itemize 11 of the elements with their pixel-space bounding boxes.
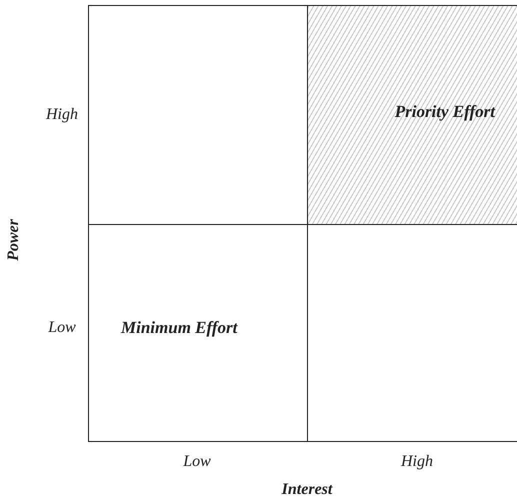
quadrant-box (307, 5, 517, 225)
tick-label: Low (183, 453, 211, 471)
quadrant-box (88, 224, 308, 442)
quadrant-label: Minimum Effort (121, 318, 238, 338)
axis-title: Power (5, 219, 23, 261)
quadrant-label: Priority Effort (394, 102, 495, 122)
tick-label: Low (48, 319, 76, 337)
tick-label: High (401, 453, 433, 471)
axis-title: Interest (282, 481, 332, 499)
tick-label: High (46, 106, 78, 124)
quadrant-box (88, 5, 308, 225)
